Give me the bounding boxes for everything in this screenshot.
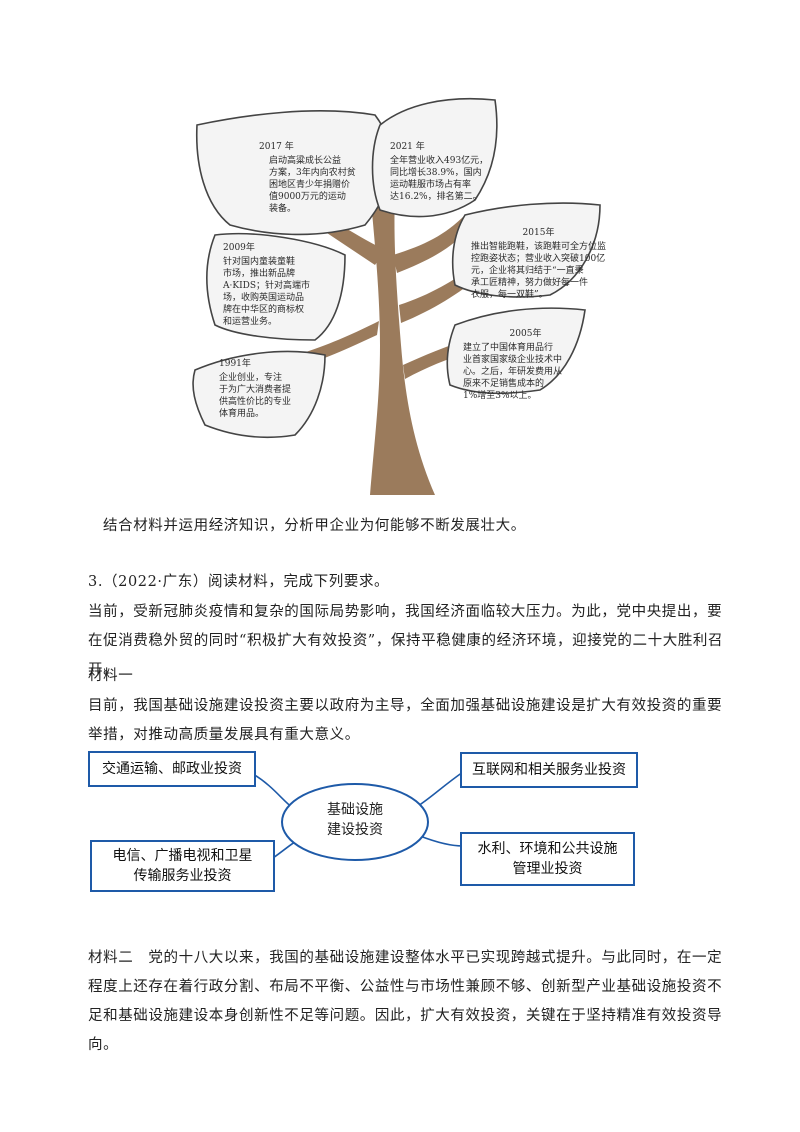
box-label-line: 管理业投资 bbox=[512, 861, 583, 877]
center-ellipse bbox=[281, 783, 429, 861]
leaf-line: 建立了中国体育用品行 bbox=[463, 343, 554, 353]
leaf-line: 场，收购英国运动品 bbox=[223, 293, 305, 303]
material1-text: 目前，我国基础设施建设投资主要以政府为主导，全面加强基础设施建设是扩大有效投资的… bbox=[88, 698, 723, 743]
q3-title: 3.（2022·广东）阅读材料，完成下列要求。 bbox=[88, 574, 390, 590]
leaf-line: 针对国内童装童鞋 bbox=[223, 257, 296, 267]
leaf-text-2005: 2005年 建立了中国体育用品行 业首家国家级企业技术中 心。之后，年研发费用从… bbox=[463, 328, 588, 402]
box-label: 互联网和相关服务业投资 bbox=[472, 762, 626, 778]
leaf-year: 2017 年 bbox=[259, 142, 294, 152]
box-transport: 交通运输、邮政业投资 bbox=[88, 751, 256, 787]
leaf-line: 同比增长38.9%，国内 bbox=[390, 168, 482, 178]
leaf-line: 全年营业收入493亿元， bbox=[390, 156, 489, 166]
leaf-line: 控跑姿状态；营业收入突破100亿 bbox=[471, 254, 606, 264]
leaf-2009 bbox=[205, 232, 346, 341]
box-telecom: 电信、广播电视和卫星 传输服务业投资 bbox=[90, 840, 275, 892]
tree-graphic bbox=[192, 97, 601, 495]
leaf-text-2017: 2017 年 启动高粱成长公益 方案，3年内向农村贫 困地区青少年捐赠价 值90… bbox=[259, 141, 379, 215]
leaf-text-2009: 2009年 针对国内童装童鞋 市场，推出新品牌 A·KIDS；针对高端市 场，收… bbox=[223, 242, 343, 328]
box-label-line: 传输服务业投资 bbox=[133, 868, 232, 884]
leaf-line: 元，企业将其归结于“一直秉 bbox=[471, 266, 584, 276]
box-internet: 互联网和相关服务业投资 bbox=[460, 752, 638, 788]
investment-diagram: 基础设施 建设投资 交通运输、邮政业投资 互联网和相关服务业投资 电信、广播电视… bbox=[88, 746, 658, 906]
leaf-text-2021: 2021 年 全年营业收入493亿元， 同比增长38.9%，国内 运动鞋服市场占… bbox=[390, 141, 500, 203]
leaf-line: 困地区青少年捐赠价 bbox=[269, 180, 351, 190]
leaf-year: 2005年 bbox=[509, 329, 542, 339]
leaf-line: 承工匠精神，努力做好每一件 bbox=[471, 278, 589, 288]
box-label: 电信、广播电视和卫星 传输服务业投资 bbox=[113, 846, 253, 886]
leaf-line: 值9000万元的运动 bbox=[269, 192, 346, 202]
leaf-2017 bbox=[195, 110, 393, 236]
leaf-2015 bbox=[451, 202, 601, 298]
leaf-line: 装备。 bbox=[269, 204, 297, 214]
leaf-line: 达16.2%，排名第二。 bbox=[390, 192, 482, 202]
leaf-line: 和运营业务。 bbox=[223, 317, 278, 327]
material1-label: 材料一 bbox=[88, 668, 134, 684]
center-label: 基础设施 建设投资 bbox=[282, 800, 428, 840]
leaf-line: 1%增至3%以上。 bbox=[463, 391, 537, 401]
leaf-line: 企业创业，专注 bbox=[219, 373, 283, 383]
leaf-year: 1991年 bbox=[219, 359, 251, 369]
tree-trunk bbox=[370, 190, 435, 495]
box-label: 水利、环境和公共设施 管理业投资 bbox=[478, 839, 618, 879]
leaf-line: 市场，推出新品牌 bbox=[223, 269, 296, 279]
box-label: 交通运输、邮政业投资 bbox=[102, 761, 242, 777]
leaf-line: 体育用品。 bbox=[219, 409, 265, 419]
leaf-2021 bbox=[371, 97, 498, 218]
leaf-year: 2015年 bbox=[522, 228, 555, 238]
question-prompt: 结合材料并运用经济知识，分析甲企业为何能够不断发展壮大。 bbox=[103, 518, 526, 534]
center-label-line: 建设投资 bbox=[327, 822, 383, 838]
leaf-line: 于为广大消费者提 bbox=[219, 385, 292, 395]
connector-top-right bbox=[417, 771, 464, 807]
leaf-1991 bbox=[192, 350, 326, 439]
q3-intro: 当前，受新冠肺炎疫情和复杂的国际局势影响，我国经济面临较大压力。为此，党中央提出… bbox=[88, 604, 724, 678]
leaf-line: 方案，3年内向农村贫 bbox=[269, 168, 356, 178]
leaf-line: A·KIDS；针对高端市 bbox=[223, 281, 311, 291]
leaf-text-1991: 1991年 企业创业，专注 于为广大消费者提 供高性价比的专业 体育用品。 bbox=[219, 358, 329, 420]
leaf-line: 牌在中华区的商标权 bbox=[223, 305, 305, 315]
branch-right-upper bbox=[393, 215, 473, 273]
leaf-line: 衣服，每一双鞋”。 bbox=[471, 290, 548, 300]
box-label-line: 电信、广播电视和卫星 bbox=[112, 848, 253, 864]
leaf-2005 bbox=[446, 307, 586, 395]
box-label-line: 水利、环境和公共设施 bbox=[477, 841, 618, 857]
box-water-environment: 水利、环境和公共设施 管理业投资 bbox=[460, 832, 635, 886]
leaf-line: 原来不足销售成本的 bbox=[463, 379, 545, 389]
leaf-text-2015: 2015年 推出智能跑鞋，该跑鞋可全方位监 控跑姿状态；营业收入突破100亿 元… bbox=[471, 227, 606, 301]
leaf-line: 启动高粱成长公益 bbox=[269, 156, 342, 166]
center-label-line: 基础设施 bbox=[327, 802, 383, 818]
leaf-line: 心。之后，年研发费用从 bbox=[463, 367, 563, 377]
leaf-year: 2009年 bbox=[223, 243, 255, 253]
material2-text: 材料二 党的十八大以来，我国的基础设施建设整体水平已实现跨越式提升。与此同时，在… bbox=[88, 950, 723, 1053]
diagram-connectors bbox=[252, 771, 464, 861]
leaf-line: 运动鞋服市场占有率 bbox=[390, 180, 472, 190]
leaf-line: 业首家国家级企业技术中 bbox=[463, 355, 563, 365]
leaf-line: 推出智能跑鞋，该跑鞋可全方位监 bbox=[471, 242, 607, 252]
tree-illustration: 2017 年 启动高粱成长公益 方案，3年内向农村贫 困地区青少年捐赠价 值90… bbox=[175, 95, 615, 505]
leaf-line: 供高性价比的专业 bbox=[219, 397, 292, 407]
leaf-year: 2021 年 bbox=[390, 142, 425, 152]
